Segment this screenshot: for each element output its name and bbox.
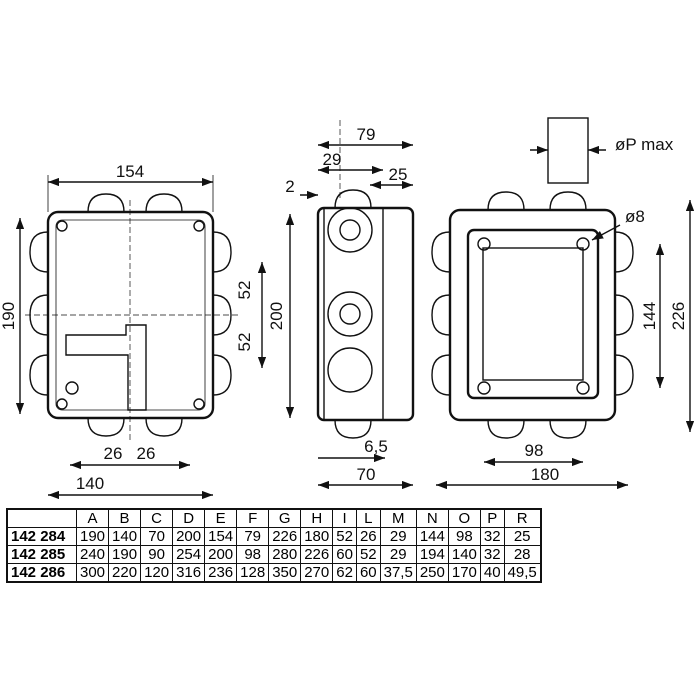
table-cell: 128 bbox=[236, 563, 270, 583]
drawing-views: 154 190 52 52 200 26 26 140 79 29 2 25 6… bbox=[0, 117, 695, 500]
table-cell: 250 bbox=[415, 563, 449, 583]
table-cell: 52 bbox=[332, 527, 357, 546]
dim-52-lower: 52 bbox=[235, 333, 254, 352]
dim-cable: øP max bbox=[615, 135, 674, 154]
dim-26-right: 26 bbox=[137, 444, 156, 463]
table-cell: 200 bbox=[204, 545, 238, 564]
table-cell: 98 bbox=[236, 545, 270, 564]
product-code: 142 284 bbox=[6, 527, 77, 546]
table-cell: 52 bbox=[355, 545, 381, 564]
table-cell: 240 bbox=[75, 545, 110, 564]
dim-144: 144 bbox=[640, 302, 659, 330]
cable bbox=[547, 117, 589, 184]
table-cell: 190 bbox=[108, 545, 142, 564]
table-cell: 32 bbox=[479, 527, 505, 546]
table-cell: 140 bbox=[447, 545, 481, 564]
table-cell: 226 bbox=[268, 527, 302, 546]
side-view: 79 29 2 25 6,5 70 bbox=[285, 120, 415, 490]
table-cell: 29 bbox=[379, 527, 417, 546]
table-cell: 270 bbox=[300, 563, 334, 583]
rear-view: øP max ø8 144 226 98 180 bbox=[431, 117, 695, 490]
dim-base: 70 bbox=[357, 465, 376, 484]
table-cell: 62 bbox=[332, 563, 357, 583]
dim-98: 98 bbox=[525, 441, 544, 460]
table-cell: 316 bbox=[172, 563, 206, 583]
dim-wall: 2 bbox=[285, 177, 294, 196]
dim-overall-height: 200 bbox=[267, 302, 286, 330]
table-cell: 194 bbox=[415, 545, 449, 564]
dim-lid: 29 bbox=[323, 150, 342, 169]
table-cell: 37,5 bbox=[379, 563, 417, 583]
table-cell: 254 bbox=[172, 545, 206, 564]
table-cell: 98 bbox=[447, 527, 481, 546]
dim-26-left: 26 bbox=[104, 444, 123, 463]
table-cell: 154 bbox=[204, 527, 238, 546]
table-cell: 220 bbox=[108, 563, 142, 583]
table-cell: 280 bbox=[268, 545, 302, 564]
table-cell: 60 bbox=[355, 563, 381, 583]
table-cell: 25 bbox=[503, 527, 542, 546]
table-cell: 60 bbox=[332, 545, 357, 564]
table-cell: 300 bbox=[75, 563, 110, 583]
dim-bottom-width: 140 bbox=[76, 474, 104, 493]
table-cell: 29 bbox=[379, 545, 417, 564]
dim-180: 180 bbox=[531, 465, 559, 484]
cutaway-terminal bbox=[65, 324, 147, 411]
dim-height: 190 bbox=[0, 302, 18, 330]
table-cell: 350 bbox=[268, 563, 302, 583]
table-cell: 200 bbox=[172, 527, 206, 546]
product-code: 142 286 bbox=[6, 563, 77, 583]
dim-depth: 79 bbox=[357, 125, 376, 144]
table-cell: 144 bbox=[415, 527, 449, 546]
dim-gland: 25 bbox=[389, 165, 408, 184]
table-cell: 140 bbox=[108, 527, 142, 546]
table-cell: 190 bbox=[75, 527, 110, 546]
product-code: 142 285 bbox=[6, 545, 77, 564]
table-cell: 40 bbox=[479, 563, 505, 583]
dim-52-upper: 52 bbox=[235, 281, 254, 300]
table-cell: 226 bbox=[300, 545, 334, 564]
table-cell: 180 bbox=[300, 527, 334, 546]
dim-hole: ø8 bbox=[625, 207, 645, 226]
dim-offset: 6,5 bbox=[364, 437, 388, 456]
table-cell: 120 bbox=[140, 563, 174, 583]
table-cell: 236 bbox=[204, 563, 238, 583]
table-cell: 70 bbox=[140, 527, 174, 546]
table-cell: 49,5 bbox=[503, 563, 542, 583]
table-cell: 90 bbox=[140, 545, 174, 564]
front-view: 154 190 52 52 200 26 26 140 bbox=[0, 162, 295, 500]
dim-width: 154 bbox=[116, 162, 144, 181]
table-cell: 79 bbox=[236, 527, 270, 546]
table-cell: 28 bbox=[503, 545, 542, 564]
table-cell: 26 bbox=[355, 527, 381, 546]
table-cell: 170 bbox=[447, 563, 481, 583]
table-cell: 32 bbox=[479, 545, 505, 564]
side-outline bbox=[316, 206, 415, 422]
dim-226: 226 bbox=[669, 302, 688, 330]
